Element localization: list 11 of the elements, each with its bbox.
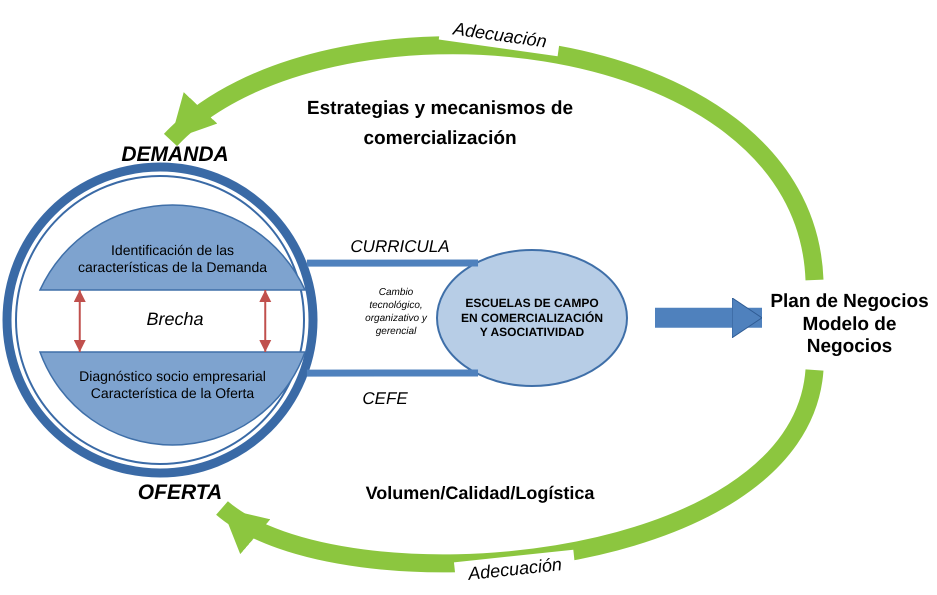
note-text: Cambio tecnológico, organizativo y gerencial [364, 286, 428, 338]
segment-text: Diagnóstico socio empresarial Característica de la Oferta [78, 368, 267, 402]
caption-text: Estrategias y mecanismos de comercialización [306, 97, 574, 151]
heading-text: OFERTA [138, 480, 222, 506]
caption-text: Volumen/Calidad/Logística [364, 482, 596, 505]
gap-text: Brecha [146, 309, 204, 331]
result-text: Plan de Negocios [770, 290, 929, 314]
ellipse-text: ESCUELAS DE CAMPO EN COMERCIALIZACIÓN Y ASOCIATIVIDAD [460, 296, 604, 340]
segment-text: Identificación de las características de la Demanda [76, 240, 268, 276]
result-text: Modelo de Negocios [802, 314, 898, 360]
heading-text: DEMANDA [121, 142, 229, 168]
